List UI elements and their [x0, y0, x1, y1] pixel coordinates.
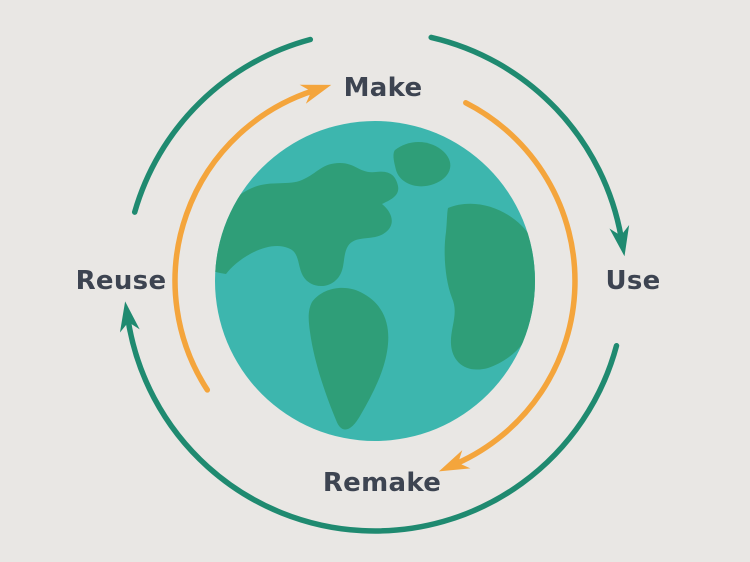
orange-arc-reuse-to-make — [172, 84, 332, 393]
cycle-label-make: Make — [343, 73, 423, 103]
outer-cycle-green — [119, 34, 630, 534]
cycle-label-use: Use — [605, 266, 661, 296]
cycle-label-reuse: Reuse — [75, 266, 167, 296]
continent-northwest — [215, 163, 399, 286]
green-arc-make-to-use — [428, 34, 630, 257]
orange-arc-use-to-remake — [438, 100, 578, 472]
green-arc-use-to-reuse — [119, 301, 620, 534]
inner-cycle-orange — [172, 84, 578, 472]
earth-globe-icon — [215, 121, 535, 441]
globe-continents — [215, 141, 535, 430]
cycle-label-remake: Remake — [322, 468, 442, 498]
continent-south — [308, 287, 389, 430]
green-arc-reuse-to-make — [131, 36, 314, 215]
continent-north — [393, 141, 451, 187]
continent-east — [444, 203, 535, 370]
